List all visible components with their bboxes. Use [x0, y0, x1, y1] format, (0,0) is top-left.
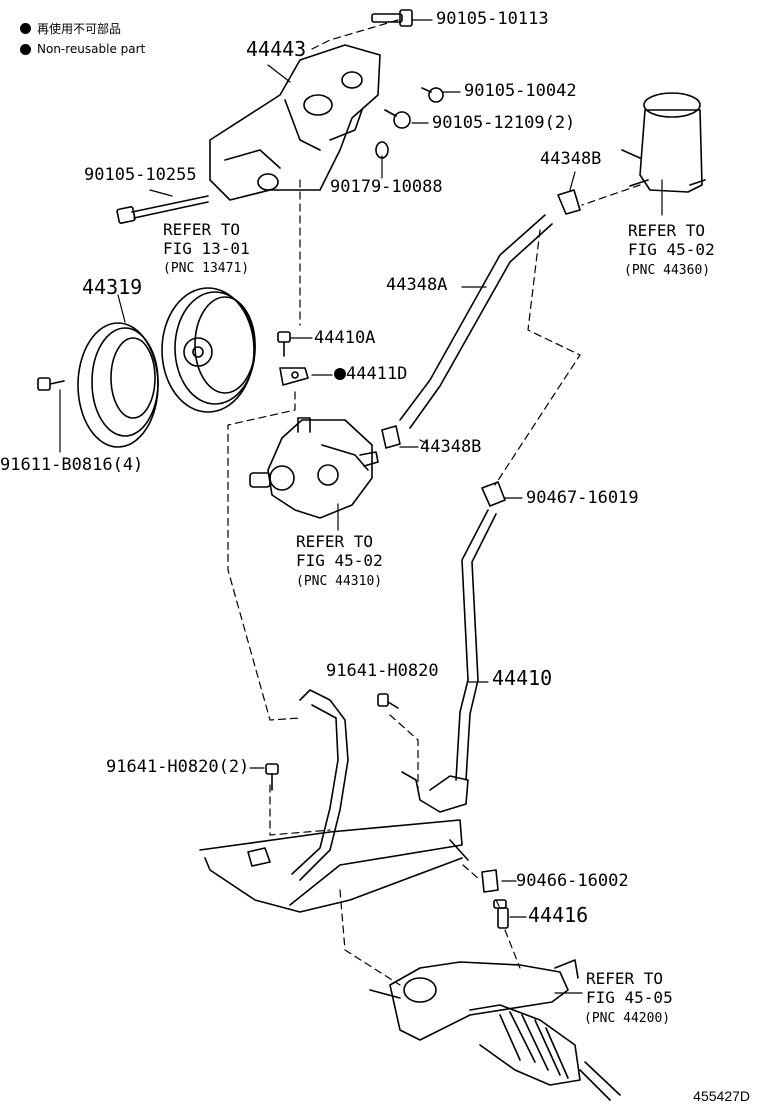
legend-en: Non-reusable part	[20, 42, 145, 56]
label-44410A[interactable]: 44410A	[314, 328, 376, 348]
non-reusable-dot-icon	[334, 368, 346, 380]
clamp-44348B-lower	[381, 425, 401, 449]
washer-90179-10088	[375, 141, 389, 159]
label-91611-B0816[interactable]: 91611-B0816(4)	[0, 455, 144, 475]
ref1-line3: (PNC 13471)	[163, 261, 250, 276]
bolt-90105-10255	[116, 195, 209, 224]
diagram-id: 455427D	[693, 1088, 750, 1104]
ref2-line1: REFER TO	[628, 221, 706, 240]
label-44411D-text: 44411D	[346, 364, 408, 384]
legend-en-text: Non-reusable part	[37, 42, 146, 56]
bolt-91641-H0820	[377, 693, 399, 709]
label-44348B-upper[interactable]: 44348B	[540, 149, 602, 169]
label-44348A[interactable]: 44348A	[386, 275, 448, 295]
non-reusable-dot-icon	[20, 23, 31, 34]
dashed-lines	[227, 19, 641, 986]
bracket-44443	[209, 44, 381, 201]
bolt-91611-B0816	[37, 377, 65, 391]
reservoir-fig45-02	[621, 92, 706, 193]
hose-44410	[401, 481, 506, 813]
legend-jp-text: 再使用不可部品	[37, 22, 122, 36]
steering-gear-fig45-05	[369, 959, 621, 1101]
union-44416	[493, 899, 509, 929]
label-90105-10113[interactable]: 90105-10113	[436, 9, 549, 29]
bolt-91641-H0820-2	[265, 763, 279, 791]
label-90105-12109[interactable]: 90105-12109(2)	[432, 113, 576, 133]
leader-lines	[59, 19, 663, 994]
label-44443[interactable]: 44443	[246, 37, 307, 61]
label-44411D[interactable]: 44411D	[334, 365, 407, 383]
gasket-44411D	[279, 367, 309, 386]
non-reusable-dot-icon	[20, 43, 31, 55]
vane-pump-fig45-02	[249, 417, 379, 519]
bolt-90105-10042	[421, 87, 444, 103]
label-44348B-lower[interactable]: 44348B	[420, 437, 482, 457]
bolt-90105-12109	[384, 109, 411, 129]
label-90179-10088[interactable]: 90179-10088	[330, 177, 443, 197]
ref1-line2[interactable]: FIG 13-01	[163, 239, 250, 258]
label-91641-H0820-2[interactable]: 91641-H0820(2)	[106, 757, 250, 777]
pressure-tubes	[199, 689, 469, 913]
pulley-fig13-01	[161, 287, 256, 413]
ref2-line3: (PNC 44360)	[624, 263, 711, 278]
label-44410[interactable]: 44410	[492, 666, 553, 690]
label-90105-10255[interactable]: 90105-10255	[84, 165, 197, 185]
ref3-line3: (PNC 44310)	[296, 574, 383, 589]
ref1-line1: REFER TO	[163, 220, 241, 239]
ref4-line1: REFER TO	[586, 969, 664, 988]
bolt-44410A	[277, 331, 291, 357]
ref4-line3: (PNC 44200)	[584, 1011, 671, 1026]
label-90105-10042[interactable]: 90105-10042	[464, 81, 577, 101]
clamp-90466-16002	[481, 869, 499, 893]
pulley-44319	[77, 322, 159, 448]
bolt-90105-10113	[371, 9, 413, 27]
ref4-line2[interactable]: FIG 45-05	[586, 988, 673, 1007]
label-44416[interactable]: 44416	[528, 903, 589, 927]
label-90466-16002[interactable]: 90466-16002	[516, 871, 629, 891]
label-91641-H0820[interactable]: 91641-H0820	[326, 661, 439, 681]
hose-44348A	[399, 214, 553, 429]
ref2-line2[interactable]: FIG 45-02	[628, 240, 715, 259]
legend-jp: 再使用不可部品	[20, 20, 121, 37]
ref3-line1: REFER TO	[296, 532, 374, 551]
label-90467-16019[interactable]: 90467-16019	[526, 488, 639, 508]
clamp-44348B-upper	[557, 189, 581, 215]
ref3-line2[interactable]: FIG 45-02	[296, 551, 383, 570]
label-44319[interactable]: 44319	[82, 275, 143, 299]
